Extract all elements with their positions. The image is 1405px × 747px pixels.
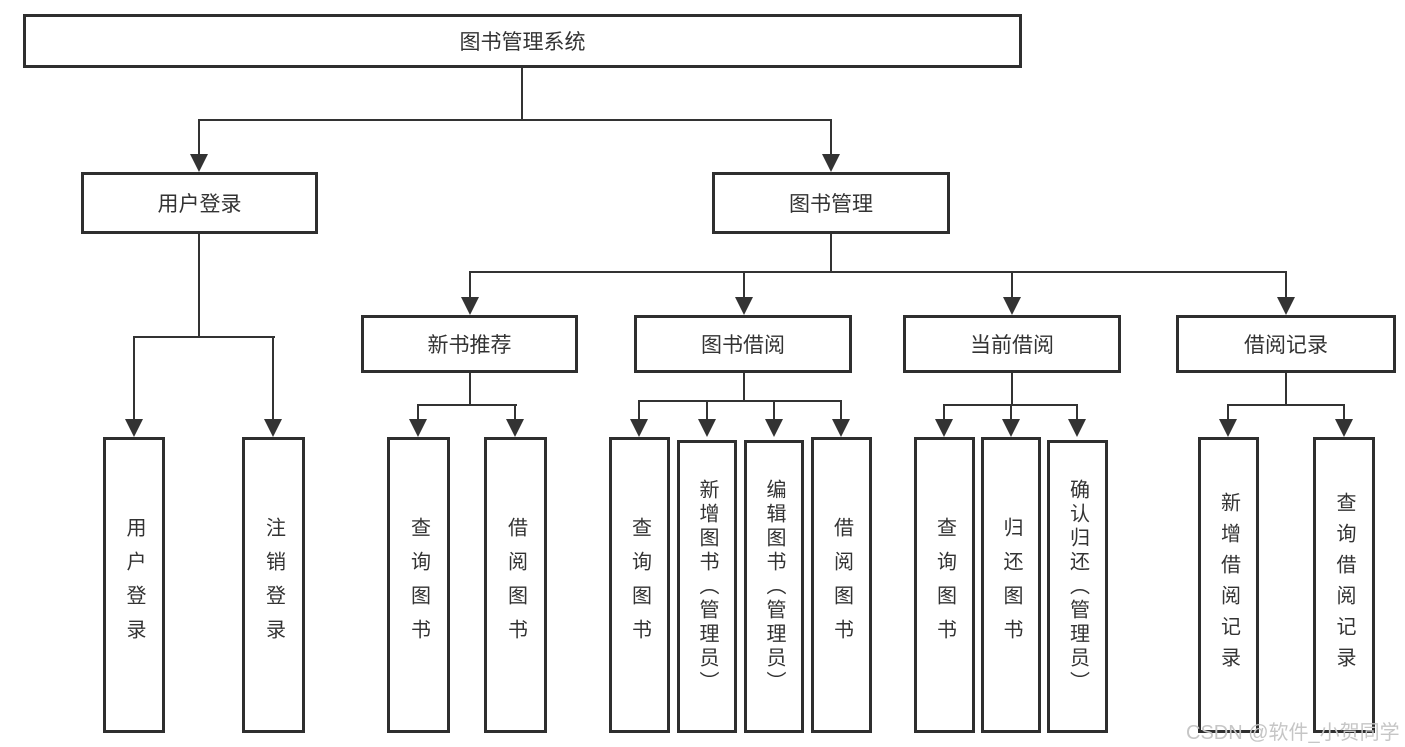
leaf-query-books-current: 查询图书	[914, 437, 975, 733]
connector-line	[743, 373, 745, 402]
node-book-borrowing: 图书借阅	[634, 315, 852, 373]
node-label: 新增借阅记录	[1217, 492, 1240, 678]
connector-line	[773, 400, 775, 420]
node-label: 查询图书	[933, 517, 956, 653]
arrowhead	[1002, 419, 1020, 437]
leaf-return-books: 归还图书	[981, 437, 1041, 733]
connector-line	[521, 68, 523, 121]
arrowhead	[832, 419, 850, 437]
connector-line	[638, 400, 640, 420]
connector-line	[469, 373, 471, 406]
node-label: 借阅记录	[1244, 334, 1328, 357]
node-label: 新增图书（管理员）	[696, 478, 718, 695]
connector-line	[706, 400, 708, 420]
connector-line	[198, 234, 200, 338]
connector-line	[1011, 271, 1013, 298]
arrowhead	[125, 419, 143, 437]
connector-line	[134, 336, 275, 338]
arrowhead	[409, 419, 427, 437]
connector-line	[840, 400, 842, 420]
arrowhead	[264, 419, 282, 437]
connector-line	[1285, 271, 1287, 298]
arrowhead	[1068, 419, 1086, 437]
leaf-add-borrow-record: 新增借阅记录	[1198, 437, 1259, 733]
node-label: 查询借阅记录	[1333, 492, 1355, 678]
connector-line	[1076, 404, 1078, 420]
leaf-edit-books-admin: 编辑图书（管理员）	[744, 440, 804, 733]
connector-line	[272, 336, 274, 420]
connector-line	[830, 119, 832, 157]
arrowhead	[1335, 419, 1353, 437]
node-label: 归还图书	[1000, 517, 1022, 653]
node-label: 确认归还（管理员）	[1066, 478, 1089, 695]
node-label: 图书管理系统	[459, 31, 586, 54]
node-label: 借阅图书	[830, 517, 853, 653]
leaf-user-login: 用户登录	[103, 437, 165, 733]
arrowhead	[630, 419, 648, 437]
arrowhead	[735, 297, 753, 315]
connector-line	[1343, 404, 1345, 420]
node-library-management-system: 图书管理系统	[23, 14, 1022, 68]
node-label: 用户登录	[157, 193, 242, 216]
node-label: 用户登录	[123, 517, 145, 653]
node-label: 新书推荐	[427, 334, 512, 357]
node-new-book-recommendation: 新书推荐	[361, 315, 578, 373]
leaf-query-books-recommend: 查询图书	[387, 437, 450, 733]
arrowhead	[1003, 297, 1021, 315]
arrowhead	[765, 419, 783, 437]
node-label: 当前借阅	[970, 334, 1054, 357]
connector-line	[1011, 373, 1013, 406]
leaf-add-books-admin: 新增图书（管理员）	[677, 440, 737, 733]
node-label: 图书管理	[789, 193, 873, 216]
arrowhead	[1219, 419, 1237, 437]
leaf-query-books-borrowing: 查询图书	[609, 437, 670, 733]
arrowhead	[190, 154, 208, 172]
connector-line	[1228, 404, 1345, 406]
connector-line	[470, 271, 1287, 273]
node-borrowing-records: 借阅记录	[1176, 315, 1396, 373]
leaf-logout: 注销登录	[242, 437, 305, 733]
connector-line	[469, 271, 471, 298]
leaf-borrow-books: 借阅图书	[811, 437, 872, 733]
connector-line	[133, 336, 135, 420]
arrowhead	[1277, 297, 1295, 315]
leaf-borrow-books-recommend: 借阅图书	[484, 437, 547, 733]
leaf-query-borrow-record: 查询借阅记录	[1313, 437, 1375, 733]
connector-line	[1285, 373, 1287, 406]
connector-line	[639, 400, 842, 402]
node-label: 图书借阅	[701, 334, 785, 357]
leaf-confirm-return-admin: 确认归还（管理员）	[1047, 440, 1108, 733]
connector-line	[418, 404, 517, 406]
node-current-borrowing: 当前借阅	[903, 315, 1121, 373]
connector-line	[743, 271, 745, 298]
arrowhead	[506, 419, 524, 437]
connector-line	[514, 404, 516, 420]
node-book-management: 图书管理	[712, 172, 950, 234]
arrowhead	[698, 419, 716, 437]
node-label: 编辑图书（管理员）	[763, 478, 785, 695]
arrowhead	[461, 297, 479, 315]
node-user-login: 用户登录	[81, 172, 318, 234]
node-label: 注销登录	[262, 517, 285, 653]
connector-line	[198, 119, 200, 157]
connector-line	[199, 119, 832, 121]
connector-line	[830, 234, 832, 273]
arrowhead	[822, 154, 840, 172]
connector-line	[1010, 404, 1012, 420]
connector-line	[417, 404, 419, 420]
node-label: 查询图书	[628, 517, 651, 653]
arrowhead	[935, 419, 953, 437]
csdn-watermark: CSDN @软件_小贺同学	[1186, 722, 1400, 744]
connector-line	[943, 404, 945, 420]
node-label: 查询图书	[407, 517, 430, 653]
node-label: 借阅图书	[504, 517, 527, 653]
connector-line	[1227, 404, 1229, 420]
